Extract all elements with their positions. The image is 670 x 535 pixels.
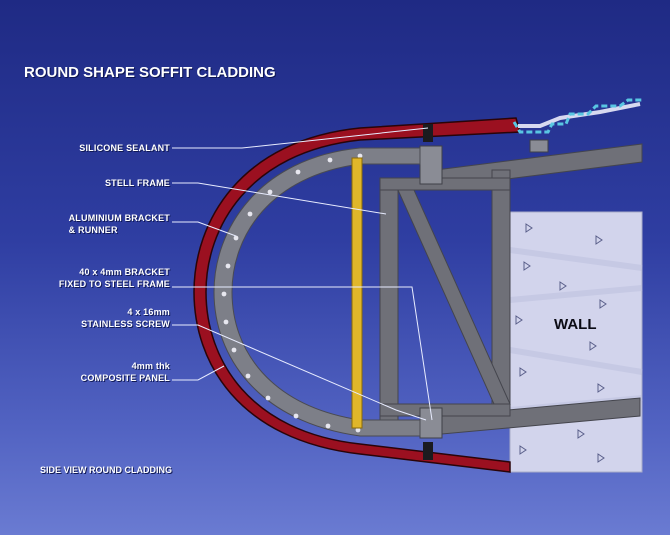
steel-bracket: [419, 145, 443, 439]
label-screw: 4 x 16mm STAINLESS SCREW: [81, 307, 170, 329]
roof-flashing: [512, 98, 644, 153]
silicone-sealant: [423, 124, 433, 460]
diagram-title: ROUND SHAPE SOFFIT CLADDING: [24, 64, 276, 81]
label-composite-panel: 4mm thk COMPOSITE PANEL: [80, 361, 170, 383]
bracket-bar: [351, 157, 363, 429]
composite-panel: [193, 117, 521, 473]
wall-label: WALL: [554, 316, 597, 333]
stainless-screws: [221, 153, 363, 433]
label-silicone-sealant: SILICONE SEALANT: [79, 143, 170, 153]
aluminium-runner: [213, 147, 421, 437]
label-steel-frame: STELL FRAME: [104, 178, 170, 188]
label-aluminium-bracket: ALUMINIUM BRACKET & RUNNER: [68, 213, 170, 235]
wall: [509, 211, 643, 473]
steel-frame: [379, 143, 643, 437]
leader-lines: [172, 127, 433, 421]
view-caption: SIDE VIEW ROUND CLADDING: [40, 465, 173, 475]
label-bracket: 40 x 4mm BRACKET FIXED TO STEEL FRAME: [58, 267, 170, 289]
